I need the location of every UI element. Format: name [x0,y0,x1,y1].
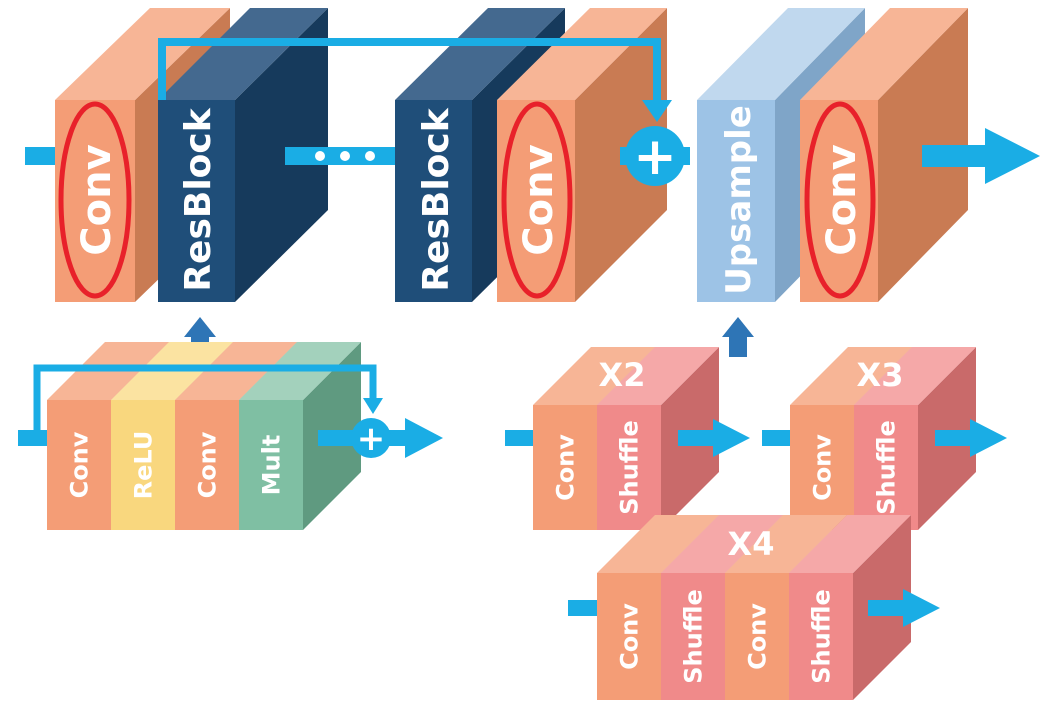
upsample-x2-detail: Conv Shuffle X2 [505,347,750,530]
up-front-face [697,100,775,302]
block-front-face [47,400,111,530]
scale-label: X3 [857,356,904,394]
up-top-face [697,8,865,100]
resblock-label-2: ResBlock [416,107,457,291]
skip-connection-arrowhead [642,100,672,122]
conv-label-1: Conv [74,144,120,255]
skip-connection-line [158,38,661,103]
resblock-detail: Conv ReLU Conv Mult + [18,342,443,530]
scale-label: X4 [728,525,775,563]
block-front-face [597,573,661,700]
upsample-x3-detail: Conv Shuffle X3 [762,347,1007,530]
input-arrow [568,600,599,616]
conv-label-2: Conv [516,144,562,255]
block-top-face [661,515,783,573]
block-front-face [597,405,661,530]
detail-add-sign: + [357,419,386,459]
conv-top-face [800,8,968,100]
highlight-ellipse [501,101,573,299]
input-arrow [505,430,535,446]
output-arrow-head [903,589,940,627]
block-top-face [789,515,911,573]
block-label: Conv [744,603,772,670]
block-label: Conv [194,431,222,498]
block-label: Conv [616,603,644,670]
block-label: Shuffle [873,420,901,515]
block-front-face [725,573,789,700]
output-arrow-shaft [922,145,992,167]
resblock-label-1: ResBlock [178,107,219,291]
block-label: Shuffle [680,589,708,684]
block-front-face [854,405,918,530]
block-front-face [789,573,853,700]
add-sign: + [633,127,677,187]
block-top-face [533,347,655,405]
resblock-block-1: ResBlock [158,8,328,302]
block-label: Conv [809,434,837,501]
block-front-face [111,400,175,530]
conv-label-3: Conv [819,144,865,255]
res-top-face [158,8,328,100]
block-front-face [239,400,303,530]
block-label: Conv [66,431,94,498]
block-top-face [725,515,847,573]
block-label: Shuffle [808,589,836,684]
ellipsis-dot [315,151,325,161]
main-pipeline: Conv ResBlock ResBlock [25,8,1040,357]
block-top-face [597,347,719,405]
add-circle [625,126,685,186]
ellipsis-dots [315,151,375,161]
upsample-label: Upsample [719,105,759,295]
block-top-face [790,347,912,405]
output-arrow-shaft [678,430,716,446]
res-side-face [235,8,328,302]
input-arrow [762,430,792,446]
output-arrow-shaft [935,430,973,446]
conv-top-face [497,8,667,100]
output-arrow-head [985,128,1040,184]
output-arrow-head [713,419,750,457]
block-top-face [597,515,719,573]
output-arrow-shaft [868,600,906,616]
block-top-face [854,347,976,405]
block-label: Shuffle [616,420,644,515]
upsample-x4-detail: Conv Shuffle Conv Shuffle X4 [568,515,940,700]
detail-skip-arrowhead [363,398,383,414]
upsample-detail-pointer [722,317,754,357]
block-front-face [661,573,725,700]
detail-output-head [405,418,443,458]
output-arrow-head [970,419,1007,457]
block-front-face [533,405,597,530]
block-label: Mult [258,435,286,496]
res-top-face [395,8,565,100]
ellipsis-dot [340,151,350,161]
conv-block-2: Conv [497,8,667,302]
input-arrow [25,147,60,165]
scale-label: X2 [599,356,646,394]
add-node: + [620,126,690,187]
ellipsis-dot [365,151,375,161]
block-front-face [175,400,239,530]
block-label: Conv [552,434,580,501]
conv-top-face [55,8,230,100]
highlight-ellipse [58,101,132,299]
highlight-ellipse [804,101,876,299]
res-front-face [158,100,235,302]
block-label: ReLU [130,431,158,500]
block-front-face [790,405,854,530]
detail-add-circle [351,418,391,458]
res-front-face [395,100,472,302]
detail-skip-line [33,364,377,438]
